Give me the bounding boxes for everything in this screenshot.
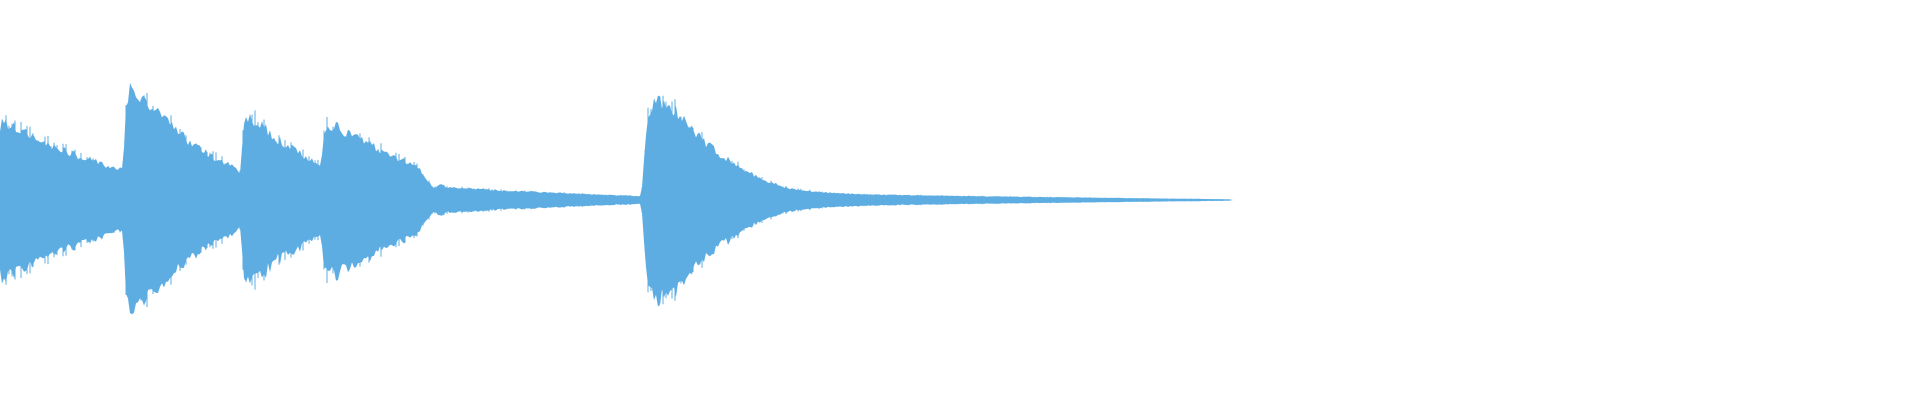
waveform-grain bbox=[0, 92, 1210, 308]
